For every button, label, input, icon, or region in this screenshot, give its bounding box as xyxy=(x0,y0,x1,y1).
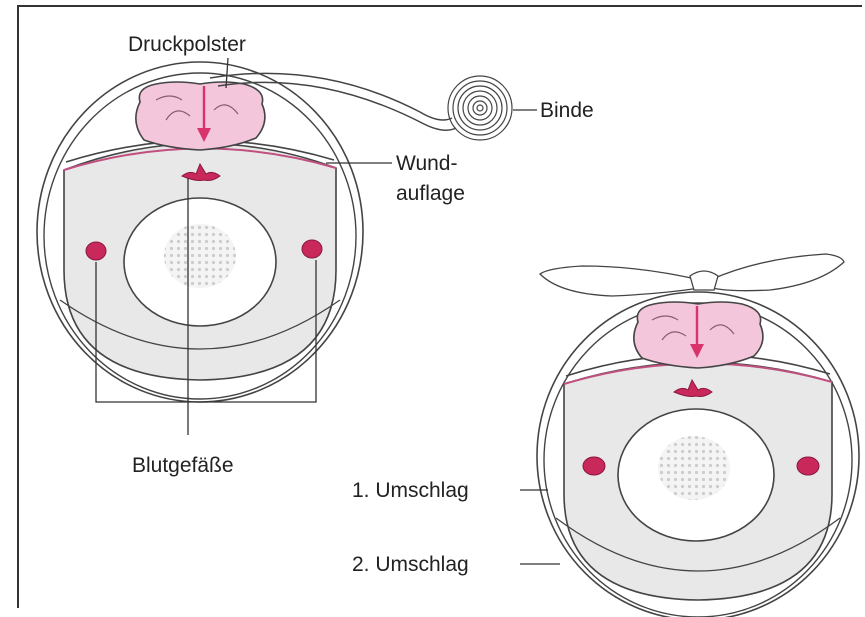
pressure-pad-right xyxy=(634,302,763,368)
pressure-pad xyxy=(136,82,265,150)
blood-vessel-right-left xyxy=(583,457,605,475)
blood-vessel-left xyxy=(86,242,106,260)
label-bandage: Binde xyxy=(540,99,594,122)
bone-marrow-right xyxy=(658,436,730,500)
bone-marrow xyxy=(164,224,236,288)
label-wound-dressing-2: auflage xyxy=(396,182,465,205)
label-second-wrap: 2. Umschlag xyxy=(352,553,469,576)
label-wound-dressing-1: Wund- xyxy=(396,152,457,175)
blood-vessel-right-right xyxy=(797,457,819,475)
label-blood-vessels: Blutgefäße xyxy=(132,454,234,477)
bandage-roll-icon xyxy=(448,76,512,140)
label-pressure-pad: Druckpolster xyxy=(128,33,246,56)
left-limb-cross-section xyxy=(37,62,363,402)
bandage-knot xyxy=(540,266,700,296)
label-first-wrap: 1. Umschlag xyxy=(352,479,469,502)
blood-vessel-right xyxy=(302,240,322,258)
right-limb-cross-section xyxy=(537,254,859,617)
